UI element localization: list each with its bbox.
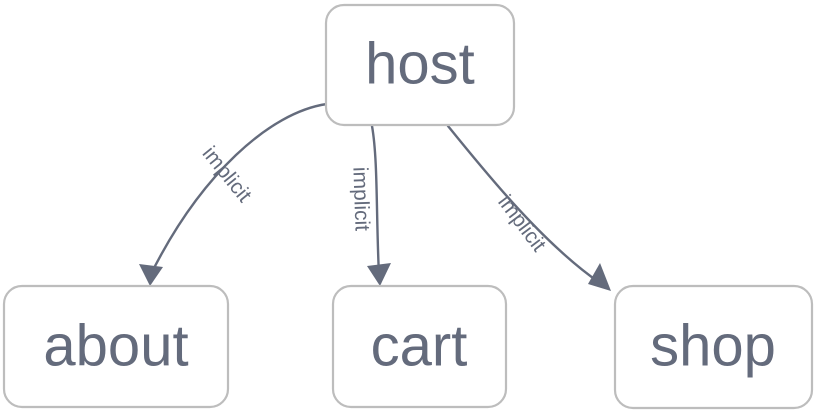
edge-label-group: implicit xyxy=(493,191,550,256)
node-shape xyxy=(2,284,230,409)
node-shape xyxy=(331,284,508,409)
node-label: host xyxy=(365,31,475,96)
edge-label: implicit xyxy=(198,142,256,206)
edge-host-cart[interactable]: implicit xyxy=(348,124,391,286)
node-about[interactable]: about xyxy=(2,284,230,409)
edge-path xyxy=(148,102,329,278)
edge-label-group: implicit xyxy=(198,142,256,206)
arrowhead-icon xyxy=(588,263,611,291)
arrowhead-icon xyxy=(139,264,163,286)
arrowhead-icon xyxy=(367,263,391,286)
edge-label-group: implicit xyxy=(348,166,373,231)
node-cart[interactable]: cart xyxy=(331,284,508,409)
node-label: about xyxy=(43,313,188,378)
edge-host-shop[interactable]: implicit xyxy=(446,124,611,291)
node-label: shop xyxy=(650,313,776,378)
edge-label: implicit xyxy=(348,166,373,231)
node-host[interactable]: host xyxy=(324,3,516,127)
node-shape xyxy=(613,284,814,410)
edge-path xyxy=(446,124,602,285)
node-shape xyxy=(324,3,516,127)
edge-label: implicit xyxy=(493,191,550,256)
edge-host-about[interactable]: implicit xyxy=(139,102,329,286)
edge-path xyxy=(370,124,381,277)
node-shop[interactable]: shop xyxy=(613,284,814,410)
node-label: cart xyxy=(371,313,468,378)
